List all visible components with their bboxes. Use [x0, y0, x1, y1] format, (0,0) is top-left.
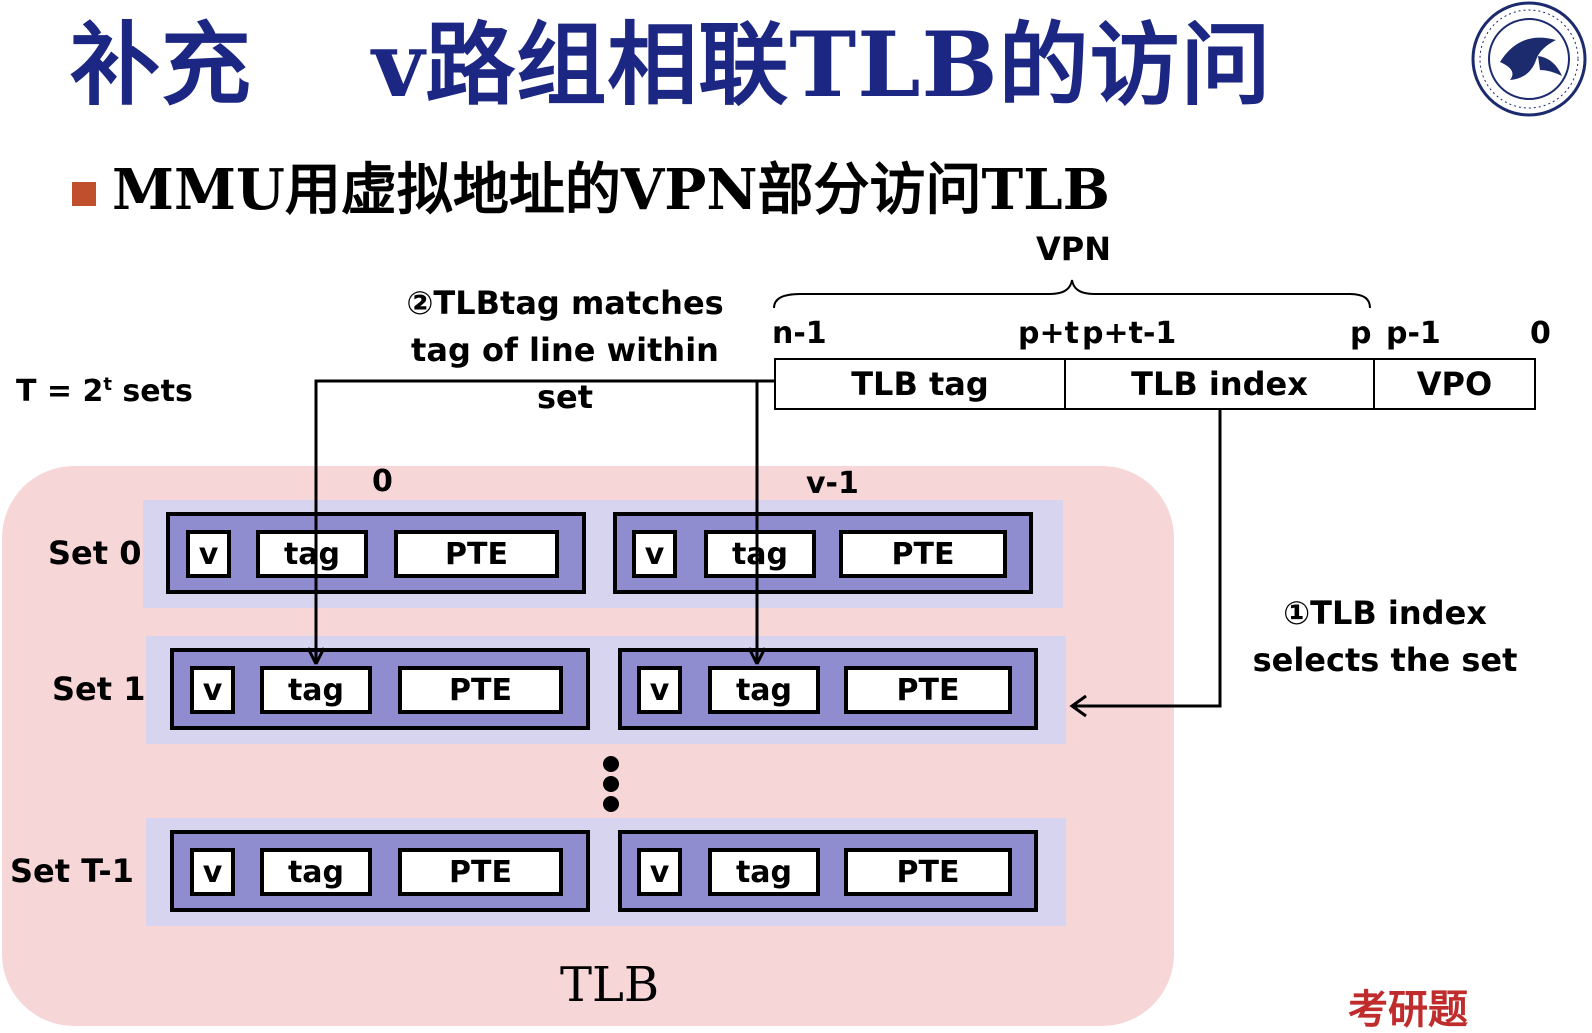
sets-count-prefix: T = 2 [16, 374, 104, 409]
way-label-last: v-1 [806, 466, 859, 501]
step2-annotation: ②TLBtag matches tag of line within set [400, 280, 730, 421]
set1-waylast-tag: tag [708, 666, 820, 714]
step2-line-2: tag of line within [411, 331, 719, 369]
setlast-way0-pte: PTE [398, 848, 563, 896]
vpn-brace [773, 279, 1371, 309]
setlast-way0-valid: v [190, 848, 235, 896]
way-label-first: 0 [372, 464, 393, 499]
watermark: 考研题 [1348, 986, 1468, 1033]
bit-p-plus-t: p+t [1018, 316, 1079, 351]
tlb-index-field: TLB index [1064, 358, 1375, 410]
step1-line-2: selects the set [1252, 641, 1518, 679]
sets-count-label: T = 2t sets [16, 374, 193, 409]
set1-way0-valid: v [190, 666, 235, 714]
step1-line-1: ①TLB index [1283, 594, 1487, 632]
step2-line-1: ②TLBtag matches [406, 284, 724, 322]
bullet-square [72, 182, 96, 206]
set-label-0: Set 0 [48, 534, 142, 572]
vpo-field: VPO [1373, 358, 1536, 410]
set0-waylast-tag: tag [704, 530, 816, 578]
ellipsis-dot-3 [603, 796, 619, 812]
setlast-waylast-tag: tag [708, 848, 820, 896]
ellipsis-dot-1 [603, 756, 619, 772]
setlast-waylast-pte: PTE [844, 848, 1012, 896]
ellipsis-dot-2 [603, 776, 619, 792]
set-label-1: Set 1 [52, 670, 146, 708]
title-prefix: 补充 [70, 12, 252, 118]
sets-count-suffix: sets [111, 374, 193, 409]
bit-n-1: n-1 [772, 316, 827, 351]
vpn-label: VPN [1036, 230, 1111, 268]
set1-way0-pte: PTE [398, 666, 563, 714]
set0-waylast-pte: PTE [839, 530, 1007, 578]
set1-waylast-valid: v [637, 666, 682, 714]
bit-p-1: p-1 [1386, 316, 1441, 351]
set-label-last: Set T-1 [10, 852, 134, 890]
set1-waylast-pte: PTE [844, 666, 1012, 714]
setlast-way0-tag: tag [260, 848, 372, 896]
set0-way0-valid: v [186, 530, 231, 578]
bullet-text: MMU用虚拟地址的VPN部分访问TLB [112, 157, 1110, 223]
setlast-waylast-valid: v [637, 848, 682, 896]
title-main: v路组相联TLB的访问 [372, 12, 1272, 118]
bit-p: p [1350, 316, 1372, 351]
set0-way0-tag: tag [256, 530, 368, 578]
set1-way0-tag: tag [260, 666, 372, 714]
set0-way0-pte: PTE [394, 530, 559, 578]
step1-annotation: ①TLB index selects the set [1250, 590, 1520, 684]
university-seal-icon [1471, 1, 1587, 117]
tlb-caption: TLB [560, 957, 660, 1013]
tlb-tag-field: TLB tag [774, 358, 1066, 410]
step2-line-3: set [536, 378, 594, 416]
bit-0: 0 [1530, 316, 1551, 351]
slide-title: 补充 v路组相联TLB的访问 [70, 10, 1272, 120]
sets-count-sup: t [103, 374, 112, 395]
set0-waylast-valid: v [632, 530, 677, 578]
bit-p-plus-t-minus-1: p+t-1 [1082, 316, 1177, 351]
